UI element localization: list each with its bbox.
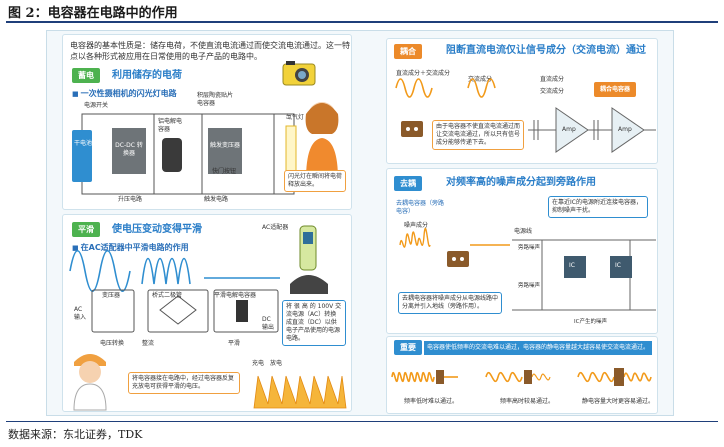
intro-text: 电容器的基本性质是：储存电荷，不使直流电流通过而使交流电流通过。这一特点以各种形… bbox=[70, 41, 350, 61]
label-amp-1: Amp bbox=[562, 126, 576, 133]
label-ac-part: 交流成分 bbox=[540, 88, 565, 95]
ripple-wave bbox=[253, 375, 347, 409]
decoupling-headline: 对频率高的噪声成分起到旁路作用 bbox=[446, 177, 596, 188]
charge-headline: 利用储存的电荷 bbox=[112, 70, 182, 81]
label-bypass-cap: 去耦电容器（旁路电容） bbox=[396, 200, 445, 215]
label-dc-out: DC 输出 bbox=[262, 316, 275, 331]
label-discharge: 放电 bbox=[270, 360, 283, 367]
charge-sub: 一次性摄相机的闪光灯电路 bbox=[72, 88, 177, 100]
smooth-headline: 使电压变动变得平滑 bbox=[112, 224, 202, 235]
capacitor-character-icon-2 bbox=[447, 251, 469, 267]
decoupling-note-top: 在靠近IC的电源附近连接电容器，抑制噪声干扰。 bbox=[548, 196, 648, 218]
label-dry-battery: 干电池 bbox=[74, 140, 93, 147]
label-mid-freq: 频率高时较易通过。 bbox=[500, 398, 555, 405]
label-power-line: 电源线 bbox=[514, 228, 533, 235]
smooth-sub: 在AC适配器中平滑电路的作用 bbox=[72, 242, 189, 254]
ac-input-wave bbox=[69, 249, 280, 293]
label-noise: 噪声成分 bbox=[404, 222, 429, 229]
label-amp-2: Amp bbox=[618, 126, 632, 133]
boy-illustration-icon bbox=[73, 354, 107, 411]
charge-tag: 蓄电 bbox=[72, 68, 100, 83]
coupling-headline: 阻断直流电流仅让信号成分（交流电流）通过 bbox=[446, 45, 646, 56]
label-bridge: 桥式二极管 bbox=[152, 292, 183, 299]
capacitor-character-icon bbox=[401, 121, 423, 137]
label-ic-2: IC bbox=[615, 262, 621, 269]
decoupling-note-left: 去耦电容器将噪声成分从电源线路中分离并引入地线（旁路作用）。 bbox=[398, 292, 502, 314]
coupling-note: 由于电容器不使直流电流通过而让交流电流通过，所以只有信号成分能够传递下去。 bbox=[432, 120, 524, 150]
label-smooth-cap: 平滑电解电容器 bbox=[214, 292, 257, 299]
frequency-waves bbox=[391, 368, 652, 386]
label-strobe-trans: 触发变压器 bbox=[210, 142, 241, 149]
title-rule bbox=[6, 21, 718, 23]
label-smoothing: 平滑 bbox=[228, 340, 241, 347]
rectifier-circuit-diagram bbox=[91, 289, 279, 333]
smooth-tag: 平滑 bbox=[72, 222, 100, 237]
label-transformer: 变压器 bbox=[102, 292, 121, 299]
label-ac-only: 交流成分 bbox=[468, 76, 493, 83]
smooth-note-right: 将 很 高 的 100V 交流电源（AC）转换成直流（DC）以供电子产品使用的电… bbox=[282, 300, 346, 346]
label-ac-in: AC 输入 bbox=[74, 306, 87, 321]
coupling-waves bbox=[395, 78, 496, 98]
label-shutter: 快门按钮 bbox=[212, 168, 237, 175]
label-ac-adapter: AC适配器 bbox=[262, 224, 289, 231]
smooth-note-bottom: 将电容器接在电路中，经过电容器反复充放电可获得平滑的电压。 bbox=[128, 372, 240, 394]
label-ic-noise: IC产生的噪声 bbox=[574, 319, 607, 325]
label-rectifier: 整流 bbox=[142, 340, 155, 347]
woman-illustration-icon bbox=[305, 102, 339, 180]
figure-source: 数据来源：东北证券，TDK bbox=[8, 428, 143, 441]
coupling-tag: 耦合 bbox=[394, 44, 422, 59]
label-dc-ac: 直流成分＋交流成分 bbox=[396, 70, 451, 77]
decoupling-tag: 去耦 bbox=[394, 176, 422, 191]
source-rule bbox=[6, 421, 718, 422]
label-aluminum-cap: 铝电解电容器 bbox=[158, 118, 183, 133]
label-bypass-noise: 旁路噪声 bbox=[518, 245, 541, 251]
amplifier-chain-diagram bbox=[528, 107, 656, 153]
label-charge: 充电 bbox=[252, 360, 265, 367]
label-low-freq: 频率低时难以通过。 bbox=[404, 398, 459, 405]
label-rectify: 电压转换 bbox=[100, 340, 125, 347]
noise-waves bbox=[399, 227, 510, 248]
figure-title: 图 2：电容器在电路中的作用 bbox=[8, 6, 178, 21]
label-reduce-noise: 旁路噪声 bbox=[518, 283, 541, 289]
flash-circuit-diagram bbox=[72, 113, 297, 195]
label-dc-part: 直流成分 bbox=[540, 76, 565, 83]
phone-charger-icon bbox=[290, 225, 328, 294]
charge-note: 闪光灯在瞬间将电荷释放出来。 bbox=[284, 170, 346, 192]
summary-text: 电容器使低频率的交流电难以通过，电容器的静电容量越大越容易使交流电流通过。 bbox=[424, 341, 652, 355]
label-ic-1: IC bbox=[569, 262, 575, 269]
label-power-switch: 电源开关 bbox=[84, 102, 109, 109]
camera-icon bbox=[282, 61, 316, 86]
label-flash-tube: 氙气灯 bbox=[286, 114, 305, 121]
summary-tag: 重要 bbox=[394, 340, 422, 355]
ic-bypass-diagram bbox=[512, 239, 656, 311]
label-high-cap: 静电容量大时更容易通过。 bbox=[582, 398, 655, 405]
label-dcdc: DC-DC 转换器 bbox=[115, 142, 143, 157]
label-film-cap: 积层陶瓷贴片电容器 bbox=[197, 92, 234, 107]
label-trigger: 触发电路 bbox=[204, 196, 229, 203]
label-boost: 升压电路 bbox=[118, 196, 143, 203]
label-coupling-cap: 耦合电容器 bbox=[594, 82, 637, 97]
